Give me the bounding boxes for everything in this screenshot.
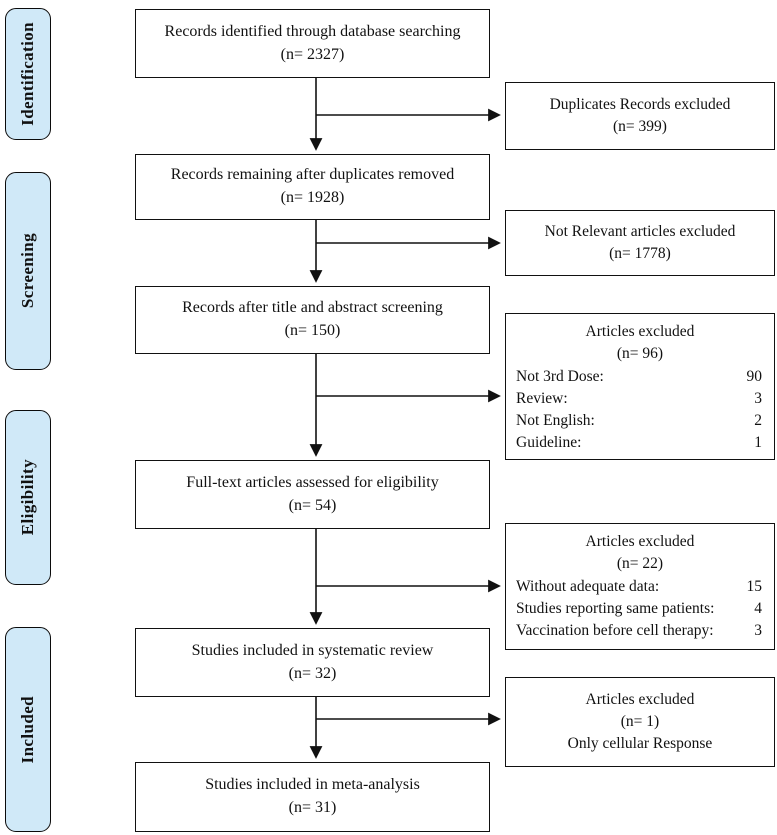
box-title-abstract-screening-count: (n= 150)	[284, 322, 341, 339]
reason-value: 2	[754, 412, 762, 429]
exclusion-reason-row: Not 3rd Dose: 90	[516, 366, 762, 388]
box-excluded-96: Articles excluded (n= 96) Not 3rd Dose: …	[505, 313, 775, 460]
reason-value: 90	[746, 368, 763, 385]
box-duplicates-excluded-count: (n= 399)	[613, 118, 667, 135]
stage-screening: Screening	[5, 172, 51, 370]
reason-label: Not English:	[516, 412, 595, 429]
exclusion-reason-row: Guideline: 1	[516, 432, 762, 454]
stage-screening-label: Screening	[18, 233, 37, 309]
box-excluded-96-count: (n= 96)	[616, 345, 664, 362]
box-records-remaining: Records remaining after duplicates remov…	[135, 154, 490, 220]
exclusion-reason-row: Review: 3	[516, 388, 762, 410]
reason-value: 3	[754, 390, 762, 407]
exclusion-reason-row: Vaccination before cell therapy: 3	[516, 620, 762, 642]
box-title-abstract-screening: Records after title and abstract screeni…	[135, 286, 490, 354]
box-not-relevant-excluded: Not Relevant articles excluded (n= 1778)	[505, 210, 775, 276]
box-fulltext-assessed-title: Full-text articles assessed for eligibil…	[186, 473, 439, 491]
box-not-relevant-excluded-count: (n= 1778)	[609, 245, 671, 262]
reason-value: 15	[746, 578, 763, 595]
reason-label: Guideline:	[516, 434, 582, 451]
stage-included-label: Included	[18, 695, 37, 764]
box-excluded-96-title: Articles excluded	[585, 323, 695, 340]
box-duplicates-excluded-title: Duplicates Records excluded	[549, 96, 731, 113]
box-systematic-review: Studies included in systematic review (n…	[135, 628, 490, 697]
exclusion-reason-row: Without adequate data: 15	[516, 576, 762, 598]
box-title-abstract-screening-title: Records after title and abstract screeni…	[182, 299, 443, 317]
reason-label: Studies reporting same patients:	[516, 600, 715, 617]
box-records-remaining-title: Records remaining after duplicates remov…	[170, 166, 455, 184]
reason-value: 4	[754, 600, 762, 617]
stage-identification-label: Identification	[18, 22, 37, 126]
stage-identification: Identification	[5, 8, 51, 140]
box-meta-analysis: Studies included in meta-analysis (n= 31…	[135, 762, 490, 832]
box-systematic-review-count: (n= 32)	[288, 664, 337, 682]
box-records-identified-title: Records identified through database sear…	[164, 22, 461, 40]
box-excluded-1-reason: Only cellular Response	[567, 735, 713, 752]
box-records-remaining-count: (n= 1928)	[280, 189, 345, 206]
reason-value: 3	[754, 622, 762, 639]
box-fulltext-assessed: Full-text articles assessed for eligibil…	[135, 460, 490, 529]
box-excluded-96-reasons: Not 3rd Dose: 90 Review: 3 Not English: …	[506, 365, 774, 454]
exclusion-reason-row: Studies reporting same patients: 4	[516, 598, 762, 620]
box-excluded-22-reasons: Without adequate data: 15 Studies report…	[506, 575, 774, 642]
box-excluded-1-title: Articles excluded	[585, 691, 695, 708]
box-excluded-22-title: Articles excluded	[585, 533, 695, 550]
box-excluded-22: Articles excluded (n= 22) Without adequa…	[505, 523, 775, 650]
box-meta-analysis-title: Studies included in meta-analysis	[205, 776, 420, 794]
box-excluded-1-count: (n= 1)	[620, 713, 660, 730]
box-meta-analysis-count: (n= 31)	[288, 799, 337, 816]
box-records-identified-count: (n= 2327)	[280, 45, 345, 63]
reason-value: 1	[754, 434, 762, 451]
box-not-relevant-excluded-title: Not Relevant articles excluded	[544, 223, 736, 240]
box-records-identified: Records identified through database sear…	[135, 9, 490, 78]
reason-label: Without adequate data:	[516, 578, 660, 595]
stage-included: Included	[5, 627, 51, 832]
box-excluded-22-count: (n= 22)	[616, 555, 664, 572]
box-fulltext-assessed-count: (n= 54)	[288, 496, 337, 514]
box-systematic-review-title: Studies included in systematic review	[191, 641, 434, 659]
reason-label: Review:	[516, 390, 568, 407]
exclusion-reason-row: Not English: 2	[516, 410, 762, 432]
reason-label: Not 3rd Dose:	[516, 368, 604, 385]
box-duplicates-excluded: Duplicates Records excluded (n= 399)	[505, 82, 775, 150]
stage-eligibility-label: Eligibility	[18, 459, 37, 536]
box-excluded-1: Articles excluded (n= 1) Only cellular R…	[505, 677, 775, 767]
stage-eligibility: Eligibility	[5, 410, 51, 585]
reason-label: Vaccination before cell therapy:	[516, 622, 714, 639]
